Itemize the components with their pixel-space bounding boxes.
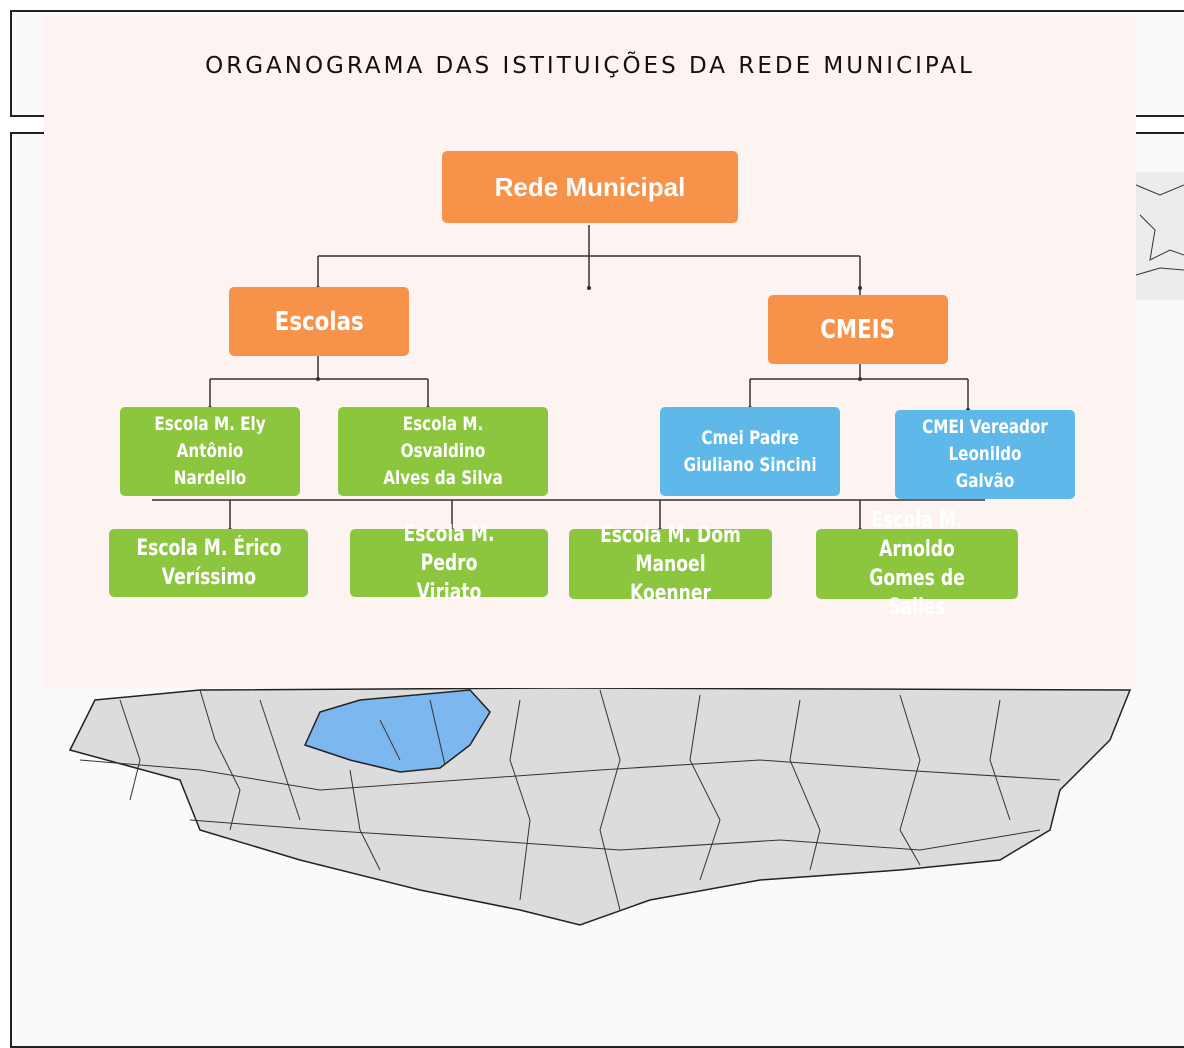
node-escola-ely-label: Escola M. Ely Antônio Nardello [154,413,266,489]
node-escola-erico-label: Escola M. Érico Veríssimo [136,536,281,590]
node-escola-ely: Escola M. Ely Antônio Nardello [120,407,300,496]
node-rede-municipal: Rede Municipal [442,151,738,223]
node-cmei-padre: Cmei Padre Giuliano Sincini [660,407,840,496]
node-escola-osvaldino-label: Escola M. Osvaldino Alves da Silva [383,413,503,489]
node-escola-arnoldo: Escola M. Arnoldo Gomes de Salles [816,508,1018,620]
node-rede-municipal-label: Rede Municipal [494,171,686,202]
node-cmeis-label: CMEIS [820,314,896,345]
chart-title: ORGANOGRAMA DAS ISTITUIÇÕES DA REDE MUNI… [205,53,975,79]
node-escola-pedro-label: Escola M. Pedro Viriato [403,521,495,605]
node-escola-pedro: Escola M. Pedro Viriato [350,522,548,605]
node-cmei-padre-label: Cmei Padre Giuliano Sincini [683,426,817,476]
map-corner-fragment [1135,172,1184,300]
node-escola-dom-manoel: Escola M. Dom Manoel Koenner [569,523,772,606]
node-cmeis: CMEIS [768,295,948,364]
node-escolas-label: Escolas [274,306,364,337]
node-escola-dom-manoel-label: Escola M. Dom Manoel Koenner [600,522,741,606]
map-highlight-region [303,689,491,773]
node-escola-arnoldo-label: Escola M. Arnoldo Gomes de Salles [869,508,965,620]
node-escolas: Escolas [229,287,409,356]
map-borders [79,689,1061,911]
node-escola-osvaldino: Escola M. Osvaldino Alves da Silva [338,407,548,496]
node-cmei-vereador-label: CMEI Vereador Leonildo Galvão [922,416,1048,492]
node-escola-erico: Escola M. Érico Veríssimo [109,529,308,597]
node-cmei-vereador: CMEI Vereador Leonildo Galvão [895,410,1075,499]
